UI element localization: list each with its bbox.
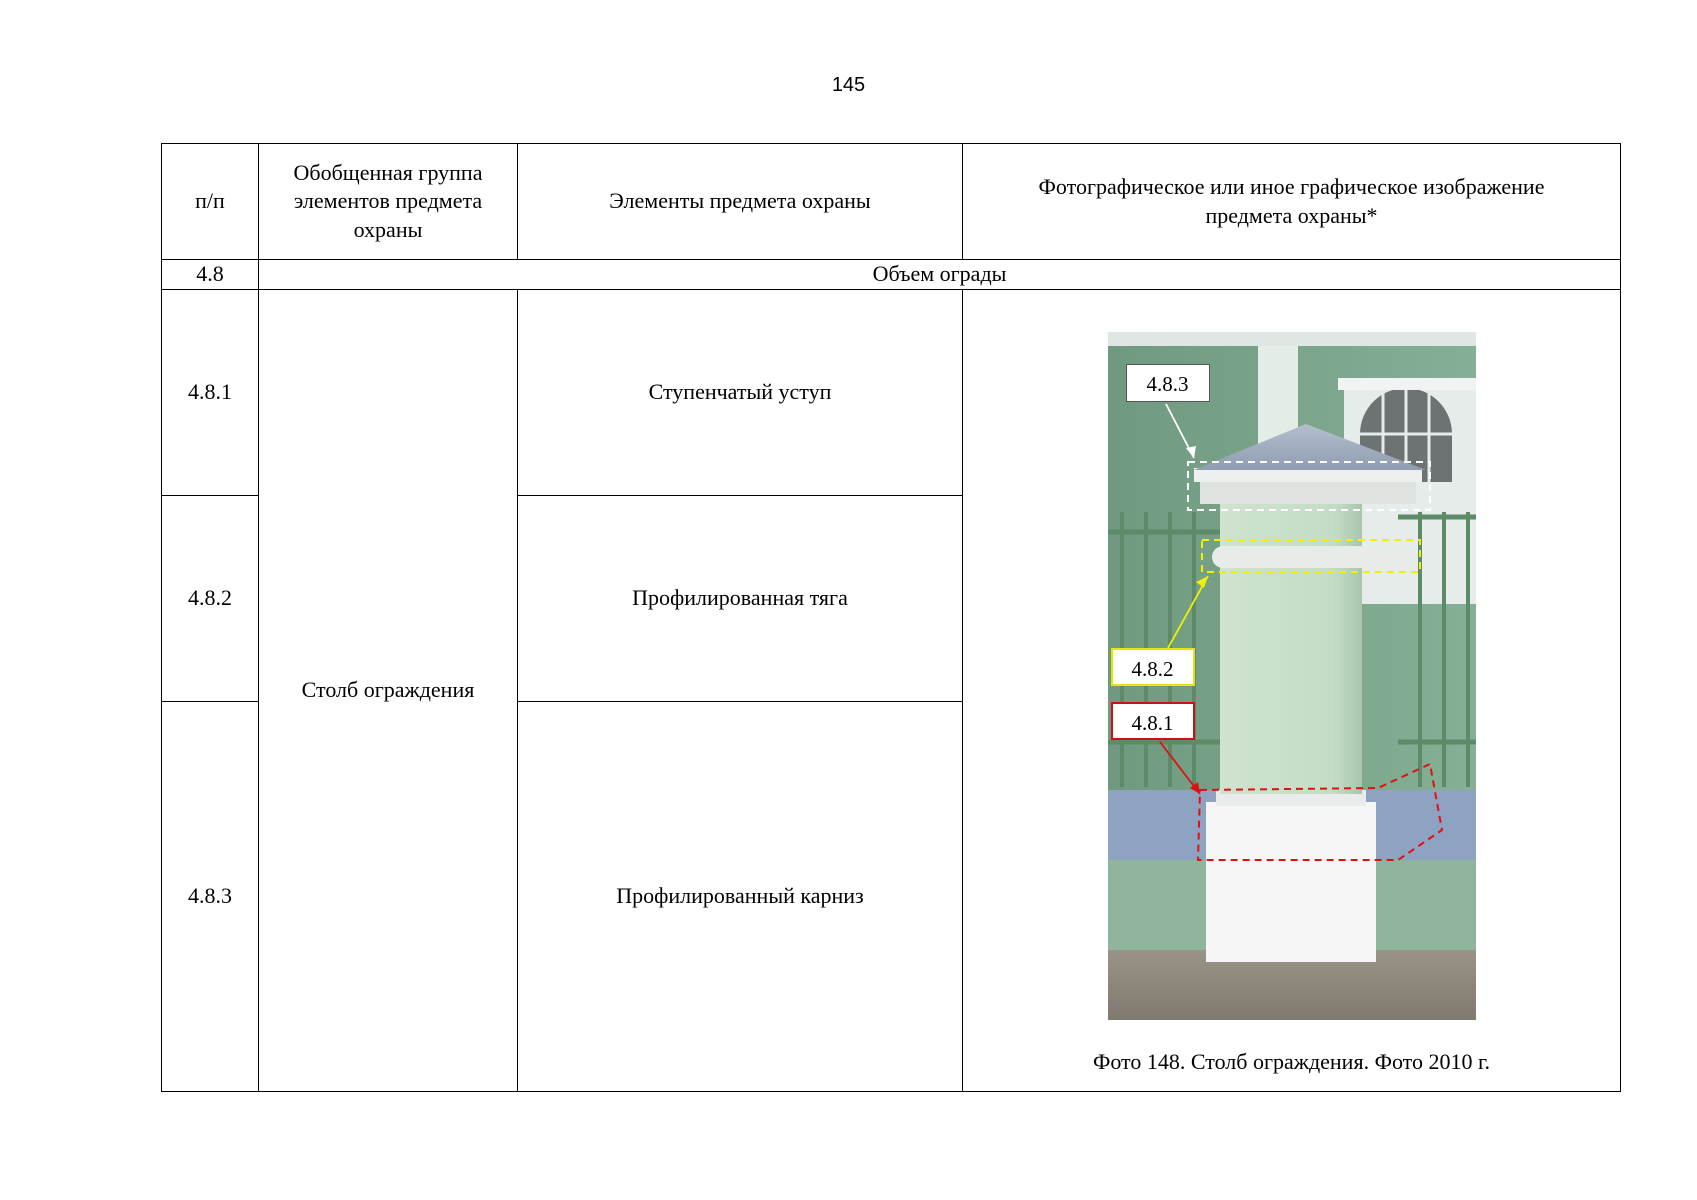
arrow-482-head (1195, 576, 1208, 589)
table-row: 4.8.3 Профилированный карниз (161, 701, 1621, 1092)
section-title: Объем ограды (258, 259, 1621, 290)
header-image-text: Фотографическое или иное графическое изо… (1038, 174, 1545, 228)
marker-cornice (1186, 461, 1431, 512)
table-row: 4.8.2 Профилированная тяга (161, 495, 1621, 702)
window-mullions (1359, 388, 1452, 483)
marker-band (1200, 539, 1421, 574)
photo-cell: 4.8.3 4.8.2 4.8.1 Фото 148. Столб огражд… (962, 289, 1621, 1092)
row-element: Профилированный карниз (517, 701, 963, 1092)
row-num: 4.8.2 (161, 495, 259, 702)
arrow-481-head (1189, 782, 1200, 795)
profiled-band (1211, 546, 1412, 569)
post-shaft (1219, 502, 1362, 795)
header-image: Фотографическое или иное графическое изо… (962, 143, 1621, 260)
row-num: 4.8.1 (161, 289, 259, 496)
cornice-top (1193, 468, 1422, 483)
group-name: Столб ограждения (258, 289, 518, 1092)
fence-rails (1107, 514, 1476, 745)
header-row: п/п Обобщенная группа элементов предмета… (161, 143, 1621, 260)
building-cornice (1107, 332, 1476, 347)
header-num: п/п (161, 143, 259, 260)
photo-caption: Фото 148. Столб ограждения. Фото 2010 г. (1092, 1049, 1491, 1075)
page-number: 145 (831, 74, 866, 96)
header-group: Обобщенная группа элементов предмета охр… (258, 143, 518, 260)
post-cap (1193, 424, 1426, 471)
table-row: 4.8.1 Столб ограждения Ступенчатый уступ (161, 289, 1621, 1092)
arrow-482 (1166, 575, 1209, 649)
marker-step (1196, 762, 1443, 862)
label-4-8-1: 4.8.1 (1110, 702, 1195, 741)
row-element: Профилированная тяга (517, 495, 963, 702)
section-num: 4.8 (161, 259, 259, 290)
label-4-8-2: 4.8.2 (1110, 648, 1195, 687)
arrow-483-head (1185, 446, 1196, 459)
post-base (1205, 802, 1376, 963)
fence-post-photo: 4.8.3 4.8.2 4.8.1 (1107, 332, 1476, 1021)
label-4-8-3: 4.8.3 (1125, 364, 1210, 403)
header-elements: Элементы предмета охраны (517, 143, 963, 260)
row-element: Ступенчатый уступ (517, 289, 963, 496)
window-hood (1337, 378, 1476, 391)
cornice-profile (1199, 482, 1416, 505)
section-row: 4.8 Объем ограды (161, 259, 1621, 290)
arrow-481 (1158, 741, 1201, 795)
fence-post-illustration (1107, 332, 1476, 1021)
row-num: 4.8.3 (161, 701, 259, 1092)
protection-table: п/п Обобщенная группа элементов предмета… (161, 143, 1621, 1092)
